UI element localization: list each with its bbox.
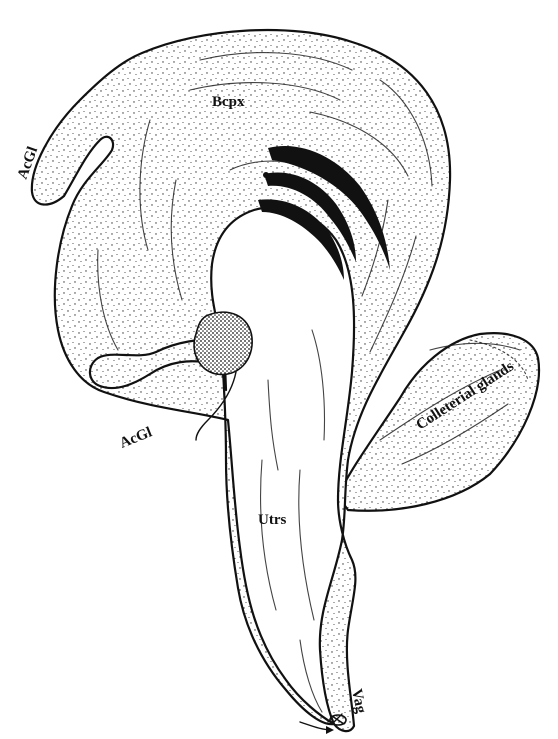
label-bursa-copulatrix: Bcpx [212,94,245,110]
accessory-gland-bulb [194,312,252,374]
label-uterus: Utrs [258,512,286,528]
label-accessory-gland-lower: AcGl [118,424,155,451]
